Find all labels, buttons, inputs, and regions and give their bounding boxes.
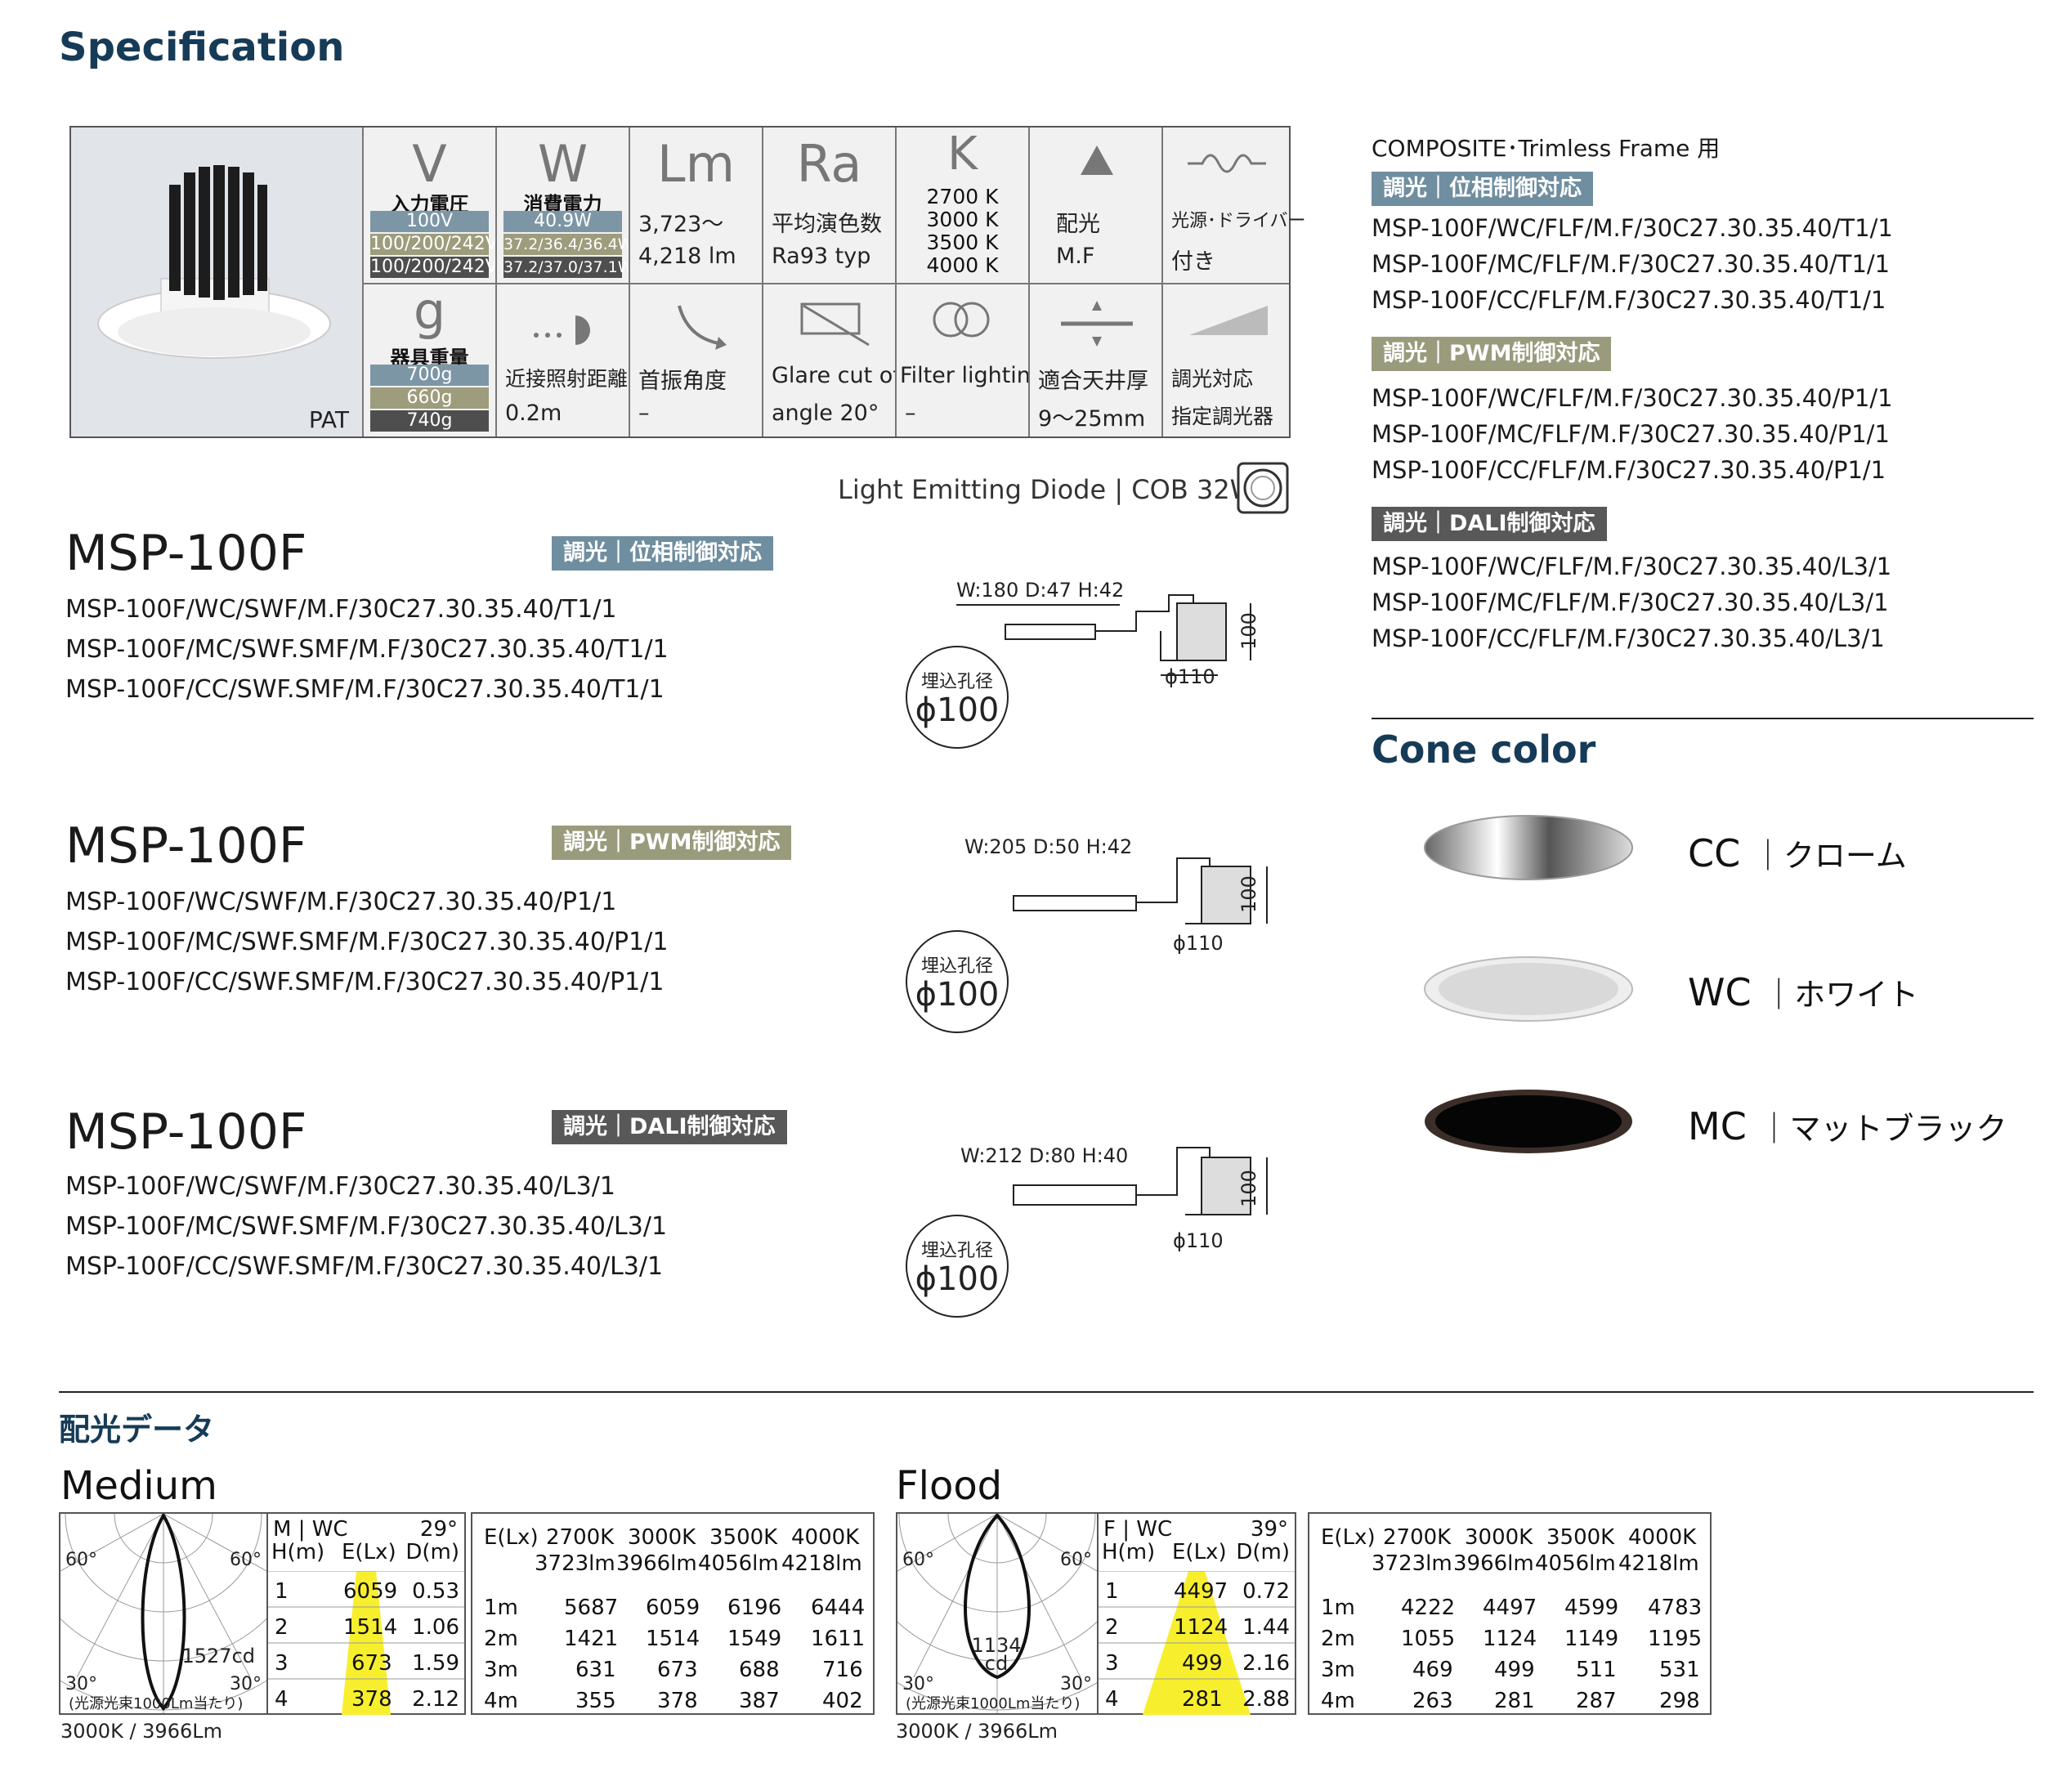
model-code: MSP-100F/MC/SWF.SMF/M.F/30C27.30.35.40/L… [65,1212,668,1241]
model-title: MSP-100F [65,525,307,582]
led-line: Light Emitting Diode | COB 32W [838,474,1256,505]
composite-code: MSP-100F/CC/FLF/M.F/30C27.30.35.40/L3/1 [1372,624,1885,652]
glare-icon [800,302,870,347]
cone-wc-label: WC ｜ホワイト [1688,970,1919,1014]
spec-dimming: 調光対応 指定調光器 [1161,284,1289,436]
spec-near-distance: 近接照射距離 0.2m [495,284,629,436]
fixture-drawing [956,594,1251,676]
model-code: MSP-100F/WC/SWF/M.F/30C27.30.35.40/L3/1 [65,1172,615,1201]
composite-badge: 調光｜DALI制御対応 [1372,507,1607,541]
diameter-label: ϕ110 [1165,665,1215,688]
spec-filter: Filter lighting – [895,284,1045,436]
spec-ra: Ra 平均演色数 Ra93 typ [762,128,895,283]
model-code: MSP-100F/CC/SWF.SMF/M.F/30C27.30.35.40/T… [65,675,665,704]
cone-mc-label: MC ｜マットブラック [1688,1104,2007,1148]
model-code: MSP-100F/MC/SWF.SMF/M.F/30C27.30.35.40/P… [65,928,669,956]
light-data-title: 配光データ [59,1412,215,1448]
dimming-badge: 調光｜PWM制御対応 [552,826,792,860]
divider [59,1391,2034,1393]
wave-icon [1188,154,1266,173]
composite-code: MSP-100F/MC/FLF/M.F/30C27.30.35.40/T1/1 [1372,250,1891,278]
illuminance-table: E(Lx) 2700K 3000K 3500K 4000K 3723lm 396… [1308,1512,1712,1715]
composite-badge: 調光｜PWM制御対応 [1372,337,1612,371]
spec-ceiling: 適合天井厚 9～25mm [1028,284,1161,436]
cob-icon [1237,462,1289,514]
panel-title: Medium [60,1463,217,1509]
diameter-label: ϕ110 [1173,1229,1224,1252]
height-label: 100 [1237,1170,1260,1207]
dimension-label: W:180 D:47 H:42 [956,579,1125,602]
dimming-icon [1189,306,1268,335]
near-distance-icon [534,316,590,345]
composite-code: MSP-100F/WC/FLF/M.F/30C27.30.35.40/P1/1 [1372,384,1893,412]
height-label: 100 [1237,875,1260,913]
cone-black-icon [1425,1090,1632,1153]
polar-chart: 60° 60° 1527cd 30° 30° (光源光束1000Lm当たり) [59,1512,268,1715]
spec-swivel: 首振角度 – [629,284,762,436]
panel-title: Flood [896,1463,1003,1509]
composite-code: MSP-100F/WC/FLF/M.F/30C27.30.35.40/T1/1 [1372,214,1893,242]
spec-table: PAT V 入力電圧 100V 100/200/242V 100/200/242… [69,126,1306,438]
model-code: MSP-100F/WC/SWF/M.F/30C27.30.35.40/P1/1 [65,888,617,916]
swivel-icon [678,305,727,350]
beam-table: F | WC 39° H(m) E(Lx) D(m) 1 4497 0.72 2… [1097,1512,1296,1715]
model-title: MSP-100F [65,1103,307,1161]
composite-code: MSP-100F/MC/FLF/M.F/30C27.30.35.40/L3/1 [1372,589,1889,616]
spec-kelvin: K 2700 K 3000 K 3500 K 4000 K [895,128,1028,283]
polar-chart: 60° 60° 1134 cd 30° 30° (光源光束1000Lm当たり) [896,1512,1099,1715]
illuminance-table: E(Lx) 2700K 3000K 3500K 4000K 3723lm 396… [471,1512,875,1715]
dimension-label: W:205 D:50 H:42 [964,835,1133,858]
spec-glare: Glare cut off angle 20° [762,284,908,436]
model-code: MSP-100F/MC/SWF.SMF/M.F/30C27.30.35.40/T… [65,635,669,664]
spec-voltage: V 入力電圧 100V 100/200/242V 100/200/242V [362,128,498,283]
spec-lumen: Lm 3,723～ 4,218 lm [629,128,762,283]
model-code: MSP-100F/WC/SWF/M.F/30C27.30.35.40/T1/1 [65,595,617,624]
beam-table: M | WC 29° H(m) E(Lx) D(m) 1 6059 0.53 2… [266,1512,466,1715]
model-code: MSP-100F/CC/SWF.SMF/M.F/30C27.30.35.40/L… [65,1252,664,1281]
spec-weight: g 器具重量 700g 660g 740g [362,281,495,436]
spec-driver: 光源･ドライバー 付き [1161,128,1306,283]
cone-title: Cone color [1372,727,1596,772]
dimming-badge: 調光｜位相制御対応 [552,536,773,571]
dimension-label: W:212 D:80 H:40 [960,1144,1129,1167]
dimming-badge: 調光｜DALI制御対応 [552,1110,787,1144]
composite-code: MSP-100F/MC/FLF/M.F/30C27.30.35.40/P1/1 [1372,420,1890,448]
composite-code: MSP-100F/WC/FLF/M.F/30C27.30.35.40/L3/1 [1372,553,1892,580]
triangle-icon [1081,145,1113,175]
cone-chrome-icon [1424,815,1633,880]
pat-label: PAT [308,406,349,433]
model-code: MSP-100F/CC/SWF.SMF/M.F/30C27.30.35.40/P… [65,968,665,996]
product-photo: PAT [71,128,362,436]
spec-distribution: 配光 M.F [1028,128,1161,283]
panel-caption: 3000K / 3966Lm [896,1720,1058,1743]
panel-caption: 3000K / 3966Lm [60,1720,222,1743]
height-label: 100 [1237,612,1260,650]
composite-code: MSP-100F/CC/FLF/M.F/30C27.30.35.40/P1/1 [1372,456,1886,484]
divider [1372,718,2034,719]
spec-wattage: W 消費電力 40.9W 37.2/36.4/36.4W 37.2/37.0/3… [495,128,633,283]
cone-cc-label: CC ｜クローム [1688,831,1907,875]
diameter-label: ϕ110 [1173,932,1224,955]
composite-badge: 調光｜位相制御対応 [1372,172,1593,206]
fixture-drawing [1013,1147,1268,1215]
model-title: MSP-100F [65,817,307,875]
composite-title: COMPOSITE･Trimless Frame 用 [1372,135,1721,162]
filter-icon [933,302,990,338]
ceiling-icon [1061,301,1133,347]
cone-white-icon [1424,956,1633,1022]
page-title: Specification [59,25,345,70]
composite-code: MSP-100F/CC/FLF/M.F/30C27.30.35.40/T1/1 [1372,286,1886,314]
fixture-drawing [1013,857,1268,924]
